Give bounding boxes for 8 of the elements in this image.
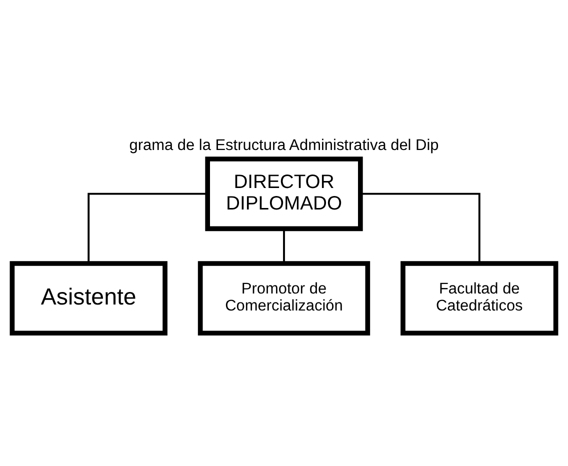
node-box: Asistente bbox=[10, 260, 168, 336]
connector bbox=[88, 192, 208, 263]
connector bbox=[360, 192, 480, 263]
node-box: DIRECTOR DIPLOMADO bbox=[205, 156, 363, 231]
node-box: Facultad de Catedráticos bbox=[400, 260, 558, 336]
node-box: Promotor de Comercialización bbox=[198, 260, 370, 336]
diagram-title: grama de la Estructura Administrativa del Dip bbox=[129, 136, 439, 154]
connector bbox=[283, 228, 285, 263]
